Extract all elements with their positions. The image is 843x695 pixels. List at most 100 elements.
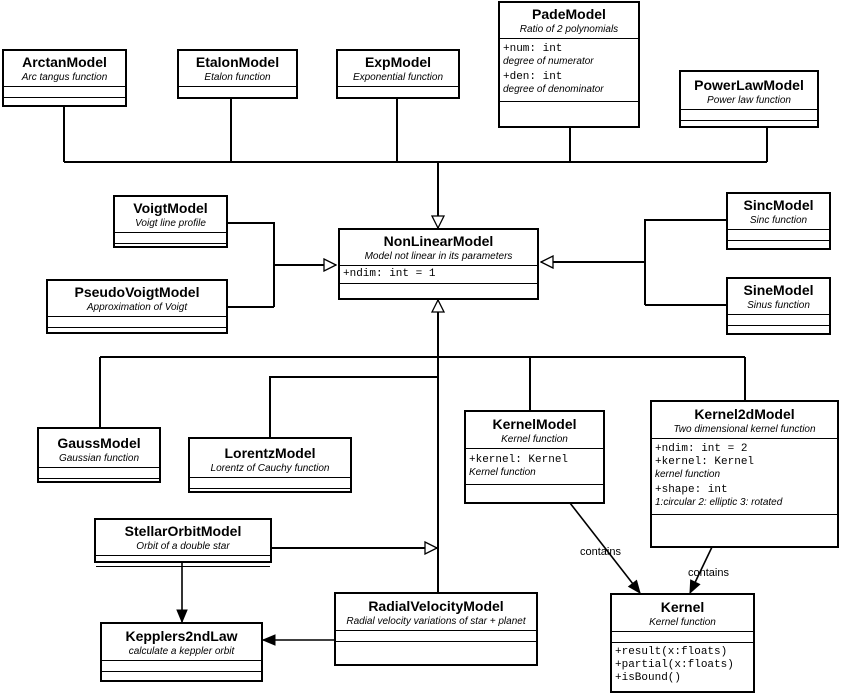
methods-section	[336, 642, 536, 652]
attributes-section	[179, 87, 296, 98]
attribute-shape: +shape: int	[655, 484, 728, 496]
class-description: Sinus function	[747, 300, 810, 311]
methods-section	[179, 98, 296, 108]
class-name: PadeModel	[532, 6, 606, 22]
methods-section	[340, 284, 537, 294]
class-description: Arc tangus function	[21, 72, 108, 83]
class-name: Kernel	[660, 599, 705, 615]
methods-section	[338, 98, 458, 108]
class-description: Ratio of 2 polynomials	[519, 24, 619, 35]
attribute-ndim: +ndim: int = 2	[655, 443, 748, 455]
class-description: Orbit of a double star	[136, 541, 230, 552]
attributes-section	[48, 317, 226, 328]
class-name: SineModel	[743, 282, 814, 298]
methods-section	[115, 244, 226, 254]
attribute-den-description: degree of denominator	[503, 84, 604, 95]
attribute-den: +den: int	[503, 71, 563, 83]
class-name: EtalonModel	[195, 54, 280, 70]
class-name: ArctanModel	[22, 54, 107, 70]
class-description: calculate a keppler orbit	[128, 646, 235, 657]
class-name: StellarOrbitModel	[124, 523, 242, 539]
class-name: PseudoVoigtModel	[74, 284, 200, 300]
attributes-section	[96, 556, 270, 567]
attribute-num-description: degree of numerator	[503, 56, 594, 67]
attributes-section	[115, 233, 226, 244]
methods-section	[728, 241, 829, 251]
attributes-section	[39, 468, 159, 479]
attributes-section	[4, 87, 125, 98]
attributes-section	[728, 315, 829, 326]
class-description: Power law function	[707, 95, 791, 106]
class-name: LorentzModel	[224, 445, 316, 461]
class-name: NonLinearModel	[383, 233, 494, 249]
method-partial: +partial(x:floats)	[615, 659, 734, 671]
class-description: Gaussian function	[58, 453, 140, 464]
class-name: Kernel2dModel	[694, 406, 795, 422]
class-name: ExpModel	[364, 54, 432, 70]
edge-kernelmodel-contains-kernel	[569, 502, 640, 593]
class-description: Sinc function	[749, 215, 808, 226]
class-description: Voigt line profile	[135, 218, 206, 229]
class-description: Etalon function	[204, 72, 271, 83]
class-name: PowerLawModel	[694, 77, 804, 93]
attributes-section	[612, 632, 753, 643]
methods-section	[652, 515, 837, 525]
methods-section	[466, 485, 603, 495]
class-name: KernelModel	[492, 416, 577, 432]
class-description: Kernel function	[501, 434, 568, 445]
contains-label-1: contains	[580, 546, 621, 558]
edge-lorentz	[269, 376, 438, 437]
attributes-section	[728, 230, 829, 241]
class-description: Approximation of Voigt	[86, 302, 188, 313]
class-description: Kernel function	[649, 617, 716, 628]
methods-section	[102, 672, 261, 682]
class-description: Radial velocity variations of star + pla…	[346, 616, 526, 627]
attribute-kernel-description: kernel function	[655, 469, 721, 480]
attributes-section	[102, 661, 261, 672]
methods-section	[190, 489, 350, 499]
methods-section	[4, 98, 125, 108]
class-kepplers-2nd-law[interactable]: Kepplers2ndLaw calculate a keppler orbit	[100, 622, 263, 682]
attributes-section	[336, 631, 536, 642]
class-name: SincModel	[743, 197, 814, 213]
edge-sinc	[644, 219, 726, 305]
attributes-section	[338, 87, 458, 98]
class-description: Model not linear in its parameters	[364, 251, 513, 262]
methods-section	[681, 121, 817, 131]
class-name: VoigtModel	[133, 200, 208, 216]
class-description: Exponential function	[352, 72, 444, 83]
attribute-kernel: +kernel: Kernel	[655, 456, 755, 468]
attribute-ndim: +ndim: int = 1	[343, 268, 436, 280]
class-name: RadialVelocityModel	[368, 598, 504, 614]
class-name: Kepplers2ndLaw	[125, 628, 238, 644]
method-is-bound: +isBound()	[615, 672, 682, 684]
attributes-section	[681, 110, 817, 121]
methods-section	[48, 328, 226, 338]
contains-label-2: contains	[688, 567, 729, 579]
attribute-kernel-description: Kernel function	[469, 467, 536, 478]
attributes-section: +ndim: int = 2 +kernel: Kernel kernel fu…	[652, 439, 837, 515]
edge-kernel2d-contains-kernel	[689, 546, 713, 593]
class-description: Two dimensional kernel function	[673, 424, 816, 435]
attributes-section: +ndim: int = 1	[340, 266, 537, 284]
attribute-kernel: +kernel: Kernel	[469, 454, 569, 466]
attribute-shape-description: 1:circular 2: elliptic 3: rotated	[655, 497, 783, 508]
